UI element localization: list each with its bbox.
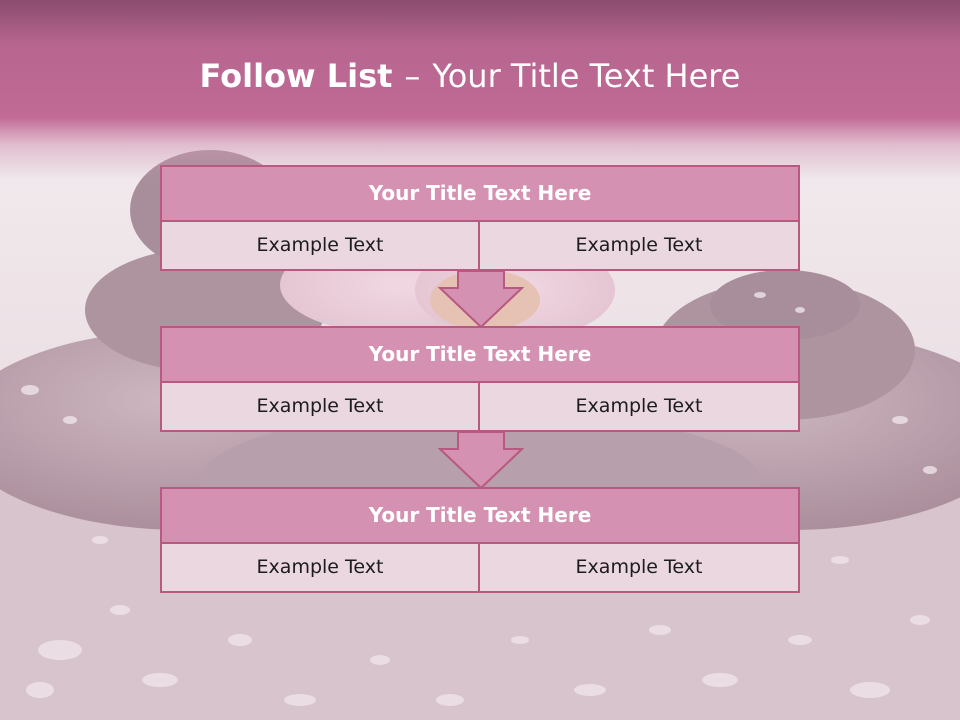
slide-title-dash: – (404, 57, 421, 95)
slide-title: Follow List–Your Title Text Here (0, 52, 940, 100)
down-arrow-icon (438, 270, 524, 328)
step-3-right-text: Example Text (478, 542, 800, 593)
step-1-right-text: Example Text (478, 220, 800, 271)
step-box-2: Your Title Text Here Example Text Exampl… (160, 326, 800, 432)
step-3-left-text: Example Text (160, 542, 480, 593)
step-2-right-text: Example Text (478, 381, 800, 432)
slide-title-bold: Follow List (199, 57, 393, 95)
header-band (0, 0, 960, 180)
step-1-title: Your Title Text Here (160, 165, 800, 222)
slide-title-rest: Your Title Text Here (432, 57, 741, 95)
step-1-left-text: Example Text (160, 220, 480, 271)
step-3-row: Example Text Example Text (160, 542, 800, 593)
step-1-row: Example Text Example Text (160, 220, 800, 271)
step-2-title: Your Title Text Here (160, 326, 800, 383)
step-2-left-text: Example Text (160, 381, 480, 432)
step-box-1: Your Title Text Here Example Text Exampl… (160, 165, 800, 271)
step-box-3: Your Title Text Here Example Text Exampl… (160, 487, 800, 593)
step-3-title: Your Title Text Here (160, 487, 800, 544)
down-arrow-icon (438, 431, 524, 489)
step-2-row: Example Text Example Text (160, 381, 800, 432)
